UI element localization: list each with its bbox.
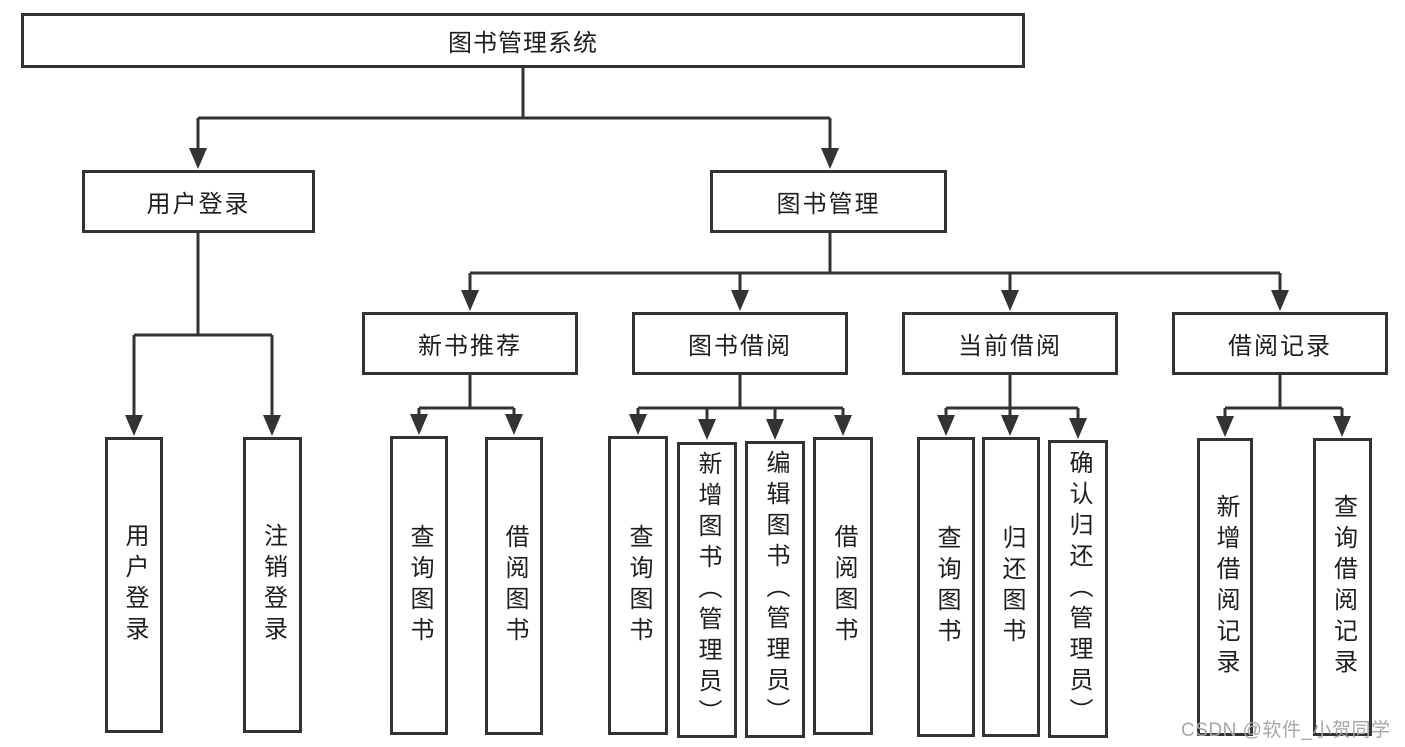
arrowhead xyxy=(1001,290,1019,311)
arrowhead xyxy=(1216,416,1234,437)
connector-root-to-level2 xyxy=(189,68,839,169)
watermark: CSDN @软件_小贺同学 xyxy=(1181,720,1391,741)
leaf-newbook-query-books: 查询图书 xyxy=(390,436,448,735)
leaf-user-login: 用户登录 xyxy=(105,437,163,733)
arrowhead xyxy=(937,415,955,436)
node-current-borrow-label: 当前借阅 xyxy=(958,333,1062,360)
node-new-book-recommend-label: 新书推荐 xyxy=(418,333,522,360)
node-user-login: 用户登录 xyxy=(82,170,315,233)
arrowhead xyxy=(834,415,852,436)
leaf-current-return-books-label: 归还图书 xyxy=(998,525,1025,649)
connector-borrow-records-to-leaves xyxy=(1216,375,1351,437)
leaf-newbook-borrow-books-label: 借阅图书 xyxy=(501,524,528,648)
leaf-newbook-query-books-label: 查询图书 xyxy=(406,523,433,648)
arrowhead xyxy=(410,414,428,435)
leaf-borrow-borrow-books-label: 借阅图书 xyxy=(830,524,857,648)
node-book-management: 图书管理 xyxy=(710,170,947,233)
connector-book-management-to-level3 xyxy=(461,233,1289,311)
leaf-borrow-borrow-books: 借阅图书 xyxy=(813,437,873,735)
leaf-logout-label: 注销登录 xyxy=(259,523,287,647)
leaf-current-confirm-return-admin: 确认归还（管理员） xyxy=(1048,440,1108,738)
connector-user-login-to-leaves xyxy=(125,233,281,436)
leaf-borrow-query-books: 查询图书 xyxy=(608,436,668,735)
node-book-borrow-label: 图书借阅 xyxy=(688,333,792,360)
leaf-borrow-add-books-admin-label: 新增图书（管理员） xyxy=(694,450,721,730)
arrowhead xyxy=(1333,416,1351,437)
arrowhead xyxy=(731,290,749,311)
node-book-management-label: 图书管理 xyxy=(776,191,881,218)
leaf-user-login-label: 用户登录 xyxy=(121,523,148,647)
node-root-label: 图书管理系统 xyxy=(448,30,598,57)
node-borrow-records-label: 借阅记录 xyxy=(1228,333,1332,360)
leaf-records-query-record: 查询借阅记录 xyxy=(1313,438,1372,736)
leaf-current-query-books: 查询图书 xyxy=(917,437,975,737)
arrowhead xyxy=(461,290,479,311)
arrowhead xyxy=(189,148,207,169)
arrowhead xyxy=(766,419,784,440)
node-current-borrow: 当前借阅 xyxy=(902,312,1118,375)
node-book-borrow: 图书借阅 xyxy=(632,312,848,375)
leaf-current-confirm-return-admin-label: 确认归还（管理员） xyxy=(1065,449,1092,729)
node-borrow-records: 借阅记录 xyxy=(1172,312,1388,375)
leaf-borrow-add-books-admin: 新增图书（管理员） xyxy=(677,442,737,738)
leaf-current-query-books-label: 查询图书 xyxy=(933,525,960,649)
arrowhead xyxy=(1069,418,1087,439)
connector-new-book-to-leaves xyxy=(410,375,523,435)
leaf-borrow-edit-books-admin-label: 编辑图书（管理员） xyxy=(762,450,789,729)
leaf-records-query-record-label: 查询借阅记录 xyxy=(1329,494,1357,680)
leaf-logout: 注销登录 xyxy=(243,437,302,733)
arrowhead xyxy=(821,148,839,169)
connector-current-borrow-to-leaves xyxy=(937,375,1087,439)
arrowhead xyxy=(1001,415,1019,436)
connector-book-borrow-to-leaves xyxy=(629,375,852,440)
leaf-current-return-books: 归还图书 xyxy=(982,437,1040,737)
node-new-book-recommend: 新书推荐 xyxy=(362,312,578,375)
arrowhead xyxy=(698,419,716,440)
leaf-borrow-edit-books-admin: 编辑图书（管理员） xyxy=(745,441,805,738)
arrowhead xyxy=(1271,290,1289,311)
leaf-records-add-record: 新增借阅记录 xyxy=(1197,438,1253,736)
arrowhead xyxy=(263,415,281,436)
leaf-borrow-query-books-label: 查询图书 xyxy=(625,523,652,648)
node-root: 图书管理系统 xyxy=(21,13,1025,68)
leaf-records-add-record-label: 新增借阅记录 xyxy=(1212,494,1239,680)
leaf-newbook-borrow-books: 借阅图书 xyxy=(485,437,543,735)
arrowhead xyxy=(629,414,647,435)
node-user-login-label: 用户登录 xyxy=(146,191,251,218)
arrowhead xyxy=(125,415,143,436)
arrowhead xyxy=(505,414,523,435)
